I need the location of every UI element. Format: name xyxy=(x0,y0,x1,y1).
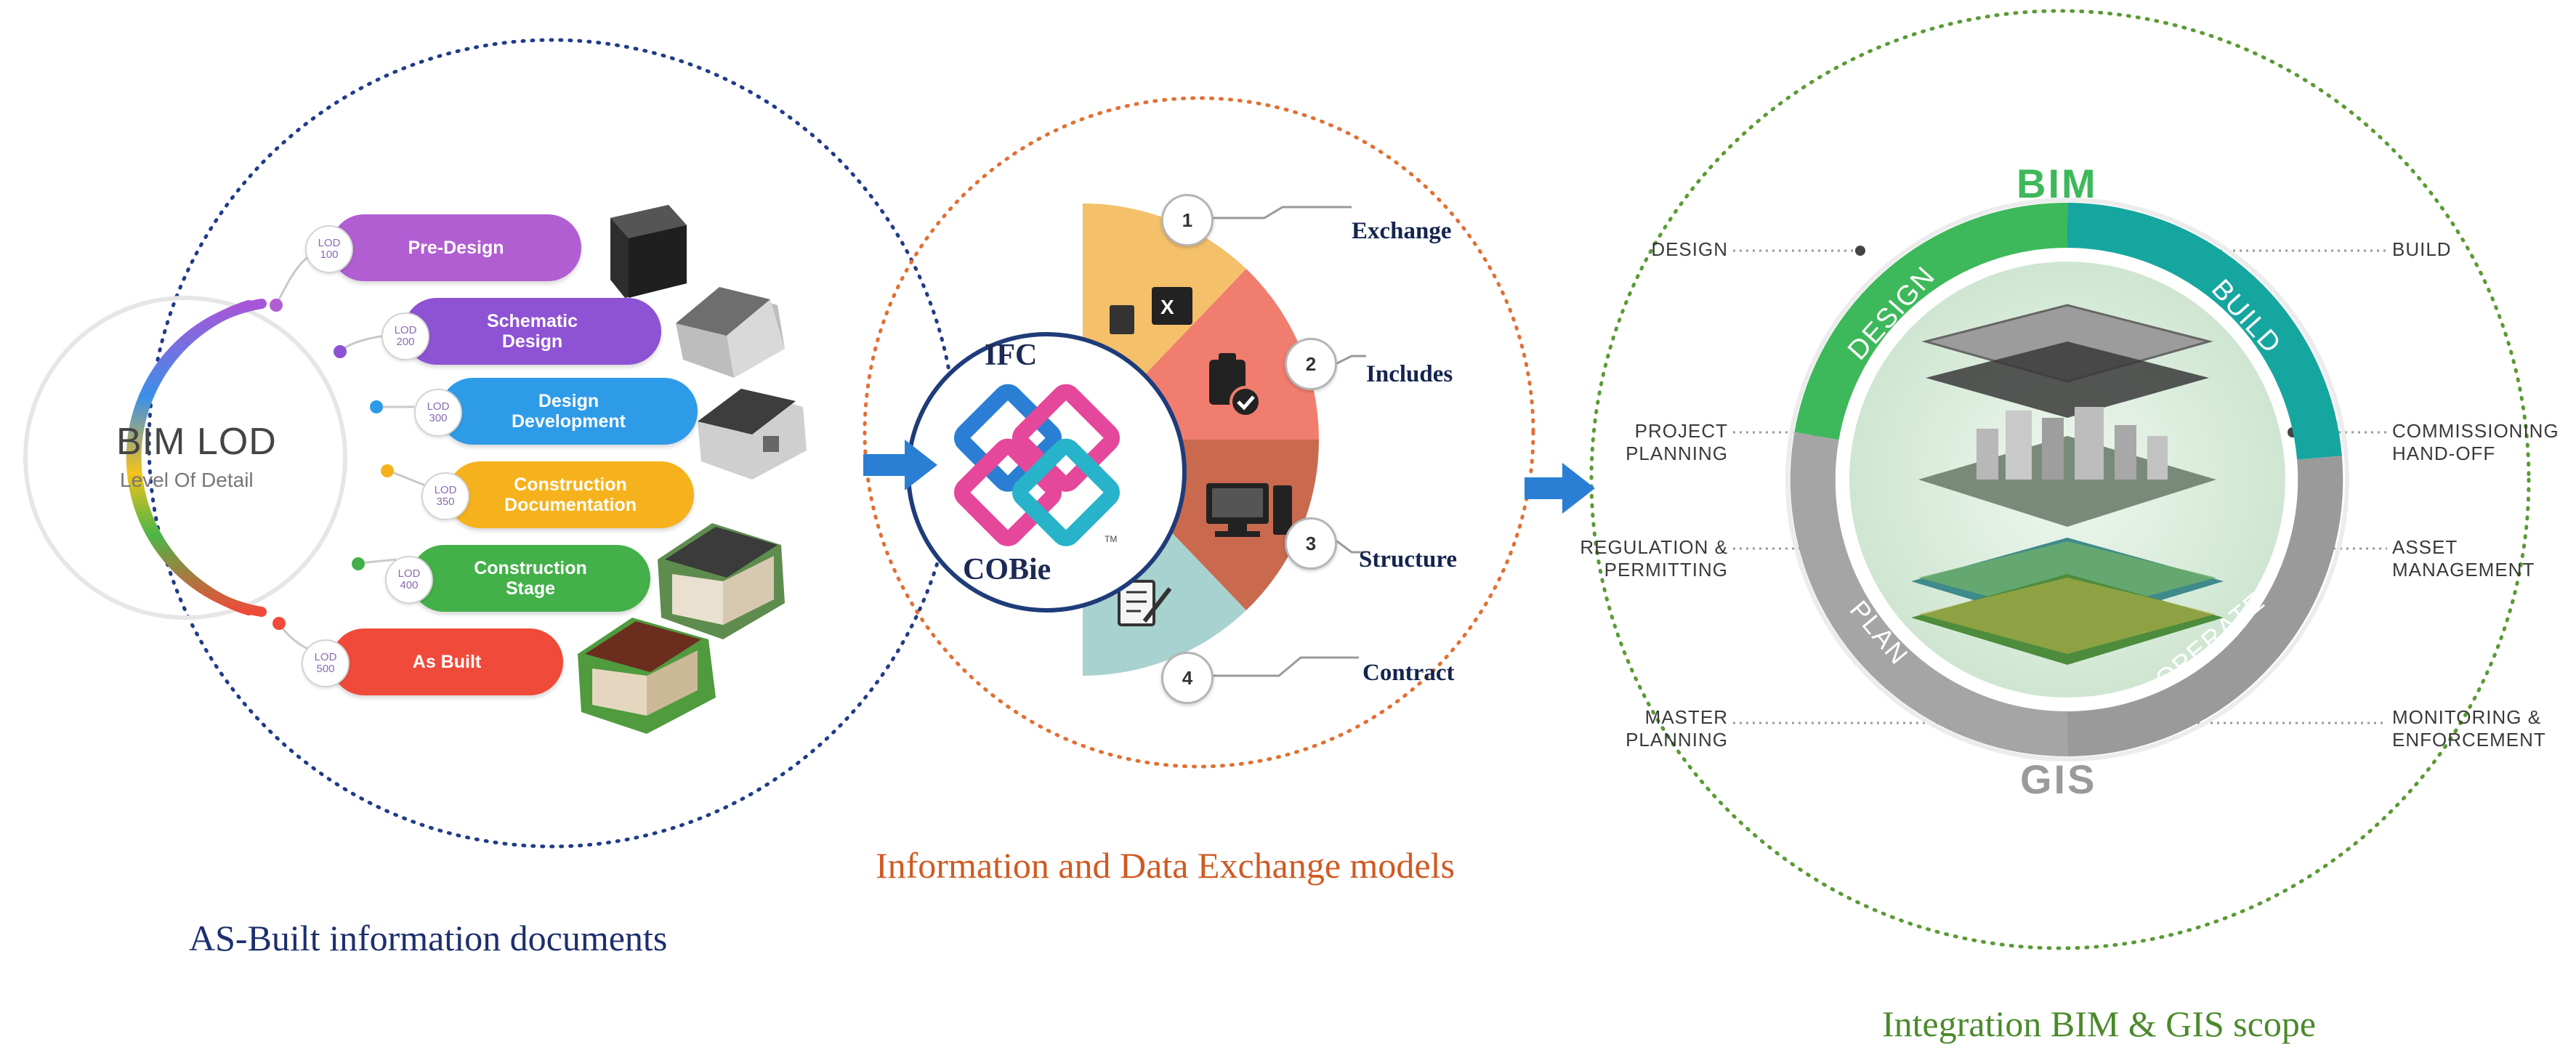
gis-heading: GIS xyxy=(2020,756,2097,802)
cobie-label: COBie xyxy=(963,553,1051,586)
lod-badge-text: LOD xyxy=(314,651,337,663)
flow-arrow-left xyxy=(863,440,937,490)
scope-label-monitoring: MONITORING & ENFORCEMENT xyxy=(2392,706,2546,751)
lod-badge-number: 100 xyxy=(320,248,339,261)
scope-label-design: DESIGN xyxy=(1651,238,1728,261)
lod-badge-number: 400 xyxy=(400,579,419,591)
flow-arrow-right xyxy=(1525,463,1595,514)
scope-label-line: BUILD xyxy=(2392,238,2452,260)
lod-badge-number: 350 xyxy=(436,496,455,508)
lod-pill-label: Design Development xyxy=(512,391,626,432)
step-number-2: 2 xyxy=(1285,338,1337,390)
spreadsheet-icon: X xyxy=(1110,287,1192,334)
lod-connector-dots xyxy=(270,299,394,630)
lod-hub-subtitle: Level Of Detail xyxy=(120,469,254,491)
lod-badge-500: LOD 500 xyxy=(302,639,350,687)
lod-badge-400: LOD 400 xyxy=(385,556,433,604)
lod-badge-text: LOD xyxy=(394,324,417,336)
ifc-label: IFC xyxy=(985,339,1038,372)
lod-badge-300: LOD 300 xyxy=(414,389,462,437)
step-label-includes: Includes xyxy=(1366,361,1453,387)
exchange-models-caption: Information and Data Exchange models xyxy=(876,845,1455,886)
lod-pill-design-development: Design Development xyxy=(440,378,698,445)
ifc-cobie-badge xyxy=(906,332,1187,613)
design-development-building-image xyxy=(698,389,807,480)
scope-label-line: ASSET xyxy=(2392,536,2458,558)
lod-pill-label: Schematic Design xyxy=(486,311,578,352)
lod-badge-text: LOD xyxy=(434,484,457,496)
integration-caption: Integration BIM & GIS scope xyxy=(1882,1003,2317,1044)
scope-label-line: MONITORING & xyxy=(2392,706,2542,728)
lod-pill-construction-documentation: Construction Documentation xyxy=(447,461,694,528)
scope-label-line: ENFORCEMENT xyxy=(2392,729,2546,751)
bim-heading: BIM xyxy=(2016,161,2098,206)
contract-document-icon xyxy=(1118,580,1172,626)
lod-pill-schematic-design: Schematic Design xyxy=(403,298,661,365)
lod-badge-text: LOD xyxy=(397,567,421,580)
trademark-mark: TM xyxy=(1105,534,1118,544)
lod-pill-label: Construction Stage xyxy=(474,558,587,599)
city-layers-image xyxy=(1911,304,2224,665)
lod-badge-text: LOD xyxy=(427,400,450,413)
scope-label-build: BUILD xyxy=(2392,238,2452,261)
lod-pill-label: As Built xyxy=(412,652,482,672)
step-number-1: 1 xyxy=(1161,194,1214,246)
lod-pill-as-built: As Built xyxy=(331,628,563,695)
lod-badge-number: 500 xyxy=(316,663,335,675)
svg-text:X: X xyxy=(1160,296,1174,318)
pre-design-building-image xyxy=(610,205,687,298)
scope-label-line: REGULATION & xyxy=(1580,536,1728,558)
lod-badge-350: LOD 350 xyxy=(421,472,469,520)
lod-badge-text: LOD xyxy=(318,237,341,249)
as-built-caption: AS-Built information documents xyxy=(189,918,668,958)
schematic-building-image xyxy=(676,287,785,378)
construction-stage-building-image xyxy=(658,523,785,639)
lod-badge-number: 200 xyxy=(396,336,415,348)
lod-pill-label: Construction Documentation xyxy=(504,474,637,515)
exchange-scope-circle xyxy=(863,96,1535,769)
scope-label-line: MASTER xyxy=(1644,706,1728,728)
lod-pill-label: Pre-Design xyxy=(408,238,504,258)
lod-badge-100: LOD 100 xyxy=(305,225,353,273)
clipboard-check-icon xyxy=(1209,353,1261,418)
as-built-building-image xyxy=(578,618,716,734)
ifc-logo xyxy=(953,384,1121,546)
scope-label-project-planning: PROJECT PLANNING xyxy=(1626,420,1728,465)
lod-badge-200: LOD 200 xyxy=(381,312,429,360)
scope-label-line: MANAGEMENT xyxy=(2392,559,2535,581)
scope-label-line: DESIGN xyxy=(1651,238,1728,260)
scope-label-line: PROJECT xyxy=(1634,420,1728,442)
scope-label-asset-management: ASSET MANAGEMENT xyxy=(2392,536,2535,581)
scope-label-master-planning: MASTER PLANNING xyxy=(1626,706,1728,751)
scope-label-line: PLANNING xyxy=(1626,729,1728,751)
scope-label-line: PERMITTING xyxy=(1604,559,1728,581)
lod-badge-number: 300 xyxy=(429,412,448,424)
lod-pill-pre-design: Pre-Design xyxy=(331,214,581,281)
computer-icon xyxy=(1206,483,1292,537)
step-label-exchange: Exchange xyxy=(1352,218,1452,244)
scope-label-regulation-permitting: REGULATION & PERMITTING xyxy=(1580,536,1728,581)
integration-scope-circle xyxy=(1589,9,2531,950)
lod-hub xyxy=(23,296,347,620)
step-label-contract: Contract xyxy=(1362,660,1455,686)
step-number-4: 4 xyxy=(1161,652,1214,704)
lod-hub-title: BIM LOD xyxy=(116,421,277,463)
step-number-3: 3 xyxy=(1285,517,1337,570)
scope-label-line: HAND-OFF xyxy=(2392,442,2496,464)
step-label-structure: Structure xyxy=(1359,546,1458,573)
scope-label-commissioning: COMMISSIONING HAND-OFF xyxy=(2392,420,2559,465)
scope-label-line: PLANNING xyxy=(1626,442,1728,464)
scope-label-line: COMMISSIONING xyxy=(2392,420,2559,442)
lod-pill-construction-stage: Construction Stage xyxy=(411,545,650,612)
